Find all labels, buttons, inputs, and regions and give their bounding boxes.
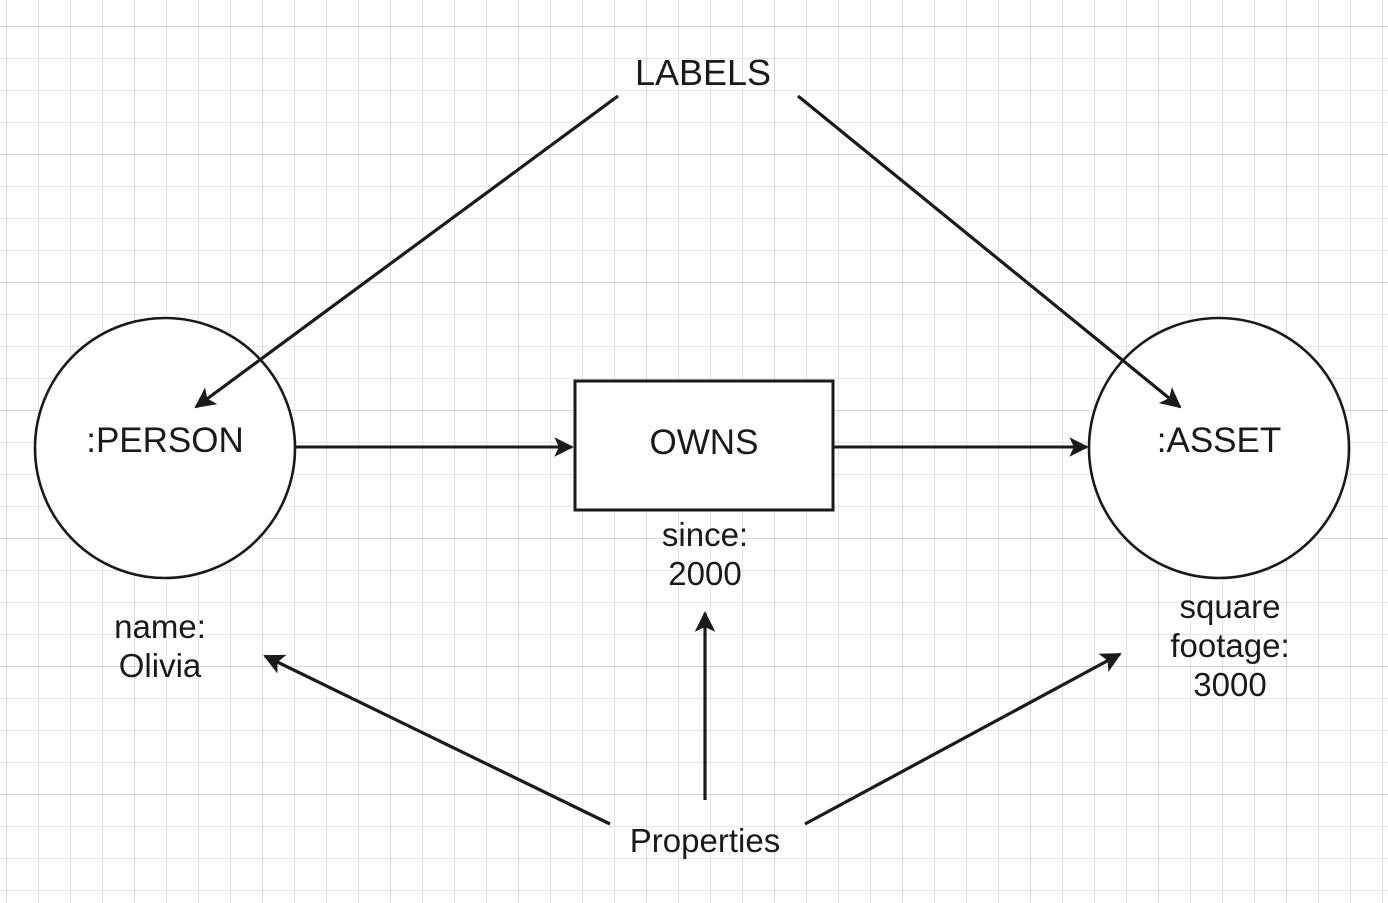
node-person-label: :PERSON (86, 421, 244, 460)
callout-properties-to-name (263, 654, 611, 826)
callout-properties-to-square-footage (804, 652, 1122, 826)
asset-square-footage-property-label: square footage: 3000 (1170, 588, 1290, 703)
node-owns-rectangle[interactable] (573, 379, 835, 512)
owns-since-property-label: since: 2000 (661, 516, 749, 592)
node-asset-circle[interactable] (1087, 316, 1351, 580)
properties-caption: Properties (629, 822, 781, 859)
person-name-property-label: name: Olivia (114, 608, 206, 684)
labels-caption: LABELS (634, 52, 772, 93)
callout-labels-to-asset (796, 94, 1182, 409)
callout-labels-to-person (194, 94, 619, 409)
node-asset-label: :ASSET (1156, 421, 1282, 460)
node-owns-label: OWNS (649, 423, 759, 462)
